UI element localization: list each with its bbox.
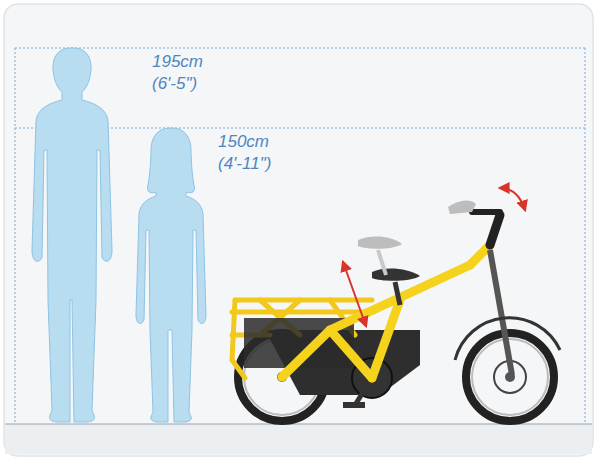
stem-adjust-arrow [500, 188, 525, 210]
dimension-label: 150cm [216, 132, 271, 152]
fork [490, 250, 512, 375]
stem [490, 215, 500, 245]
seat [372, 269, 420, 281]
seat-adjust-arrow [343, 262, 366, 326]
raised-seat-ghost [358, 237, 402, 249]
front-wheel [466, 333, 554, 421]
height-guides [15, 48, 585, 424]
crank [355, 378, 372, 405]
handlebar [472, 209, 500, 215]
tall-person [32, 48, 112, 422]
cargo-bike [232, 188, 560, 421]
bike-frame [282, 245, 490, 378]
dimension-label: (4'-11") [216, 154, 273, 174]
dimension-label: (6'-5") [150, 74, 199, 94]
dimension-label: 195cm [150, 52, 205, 72]
frame [4, 4, 593, 456]
rear-rack [232, 300, 372, 378]
short-person [136, 128, 206, 422]
raised-handlebar-ghost [448, 200, 476, 214]
ground [5, 424, 592, 454]
